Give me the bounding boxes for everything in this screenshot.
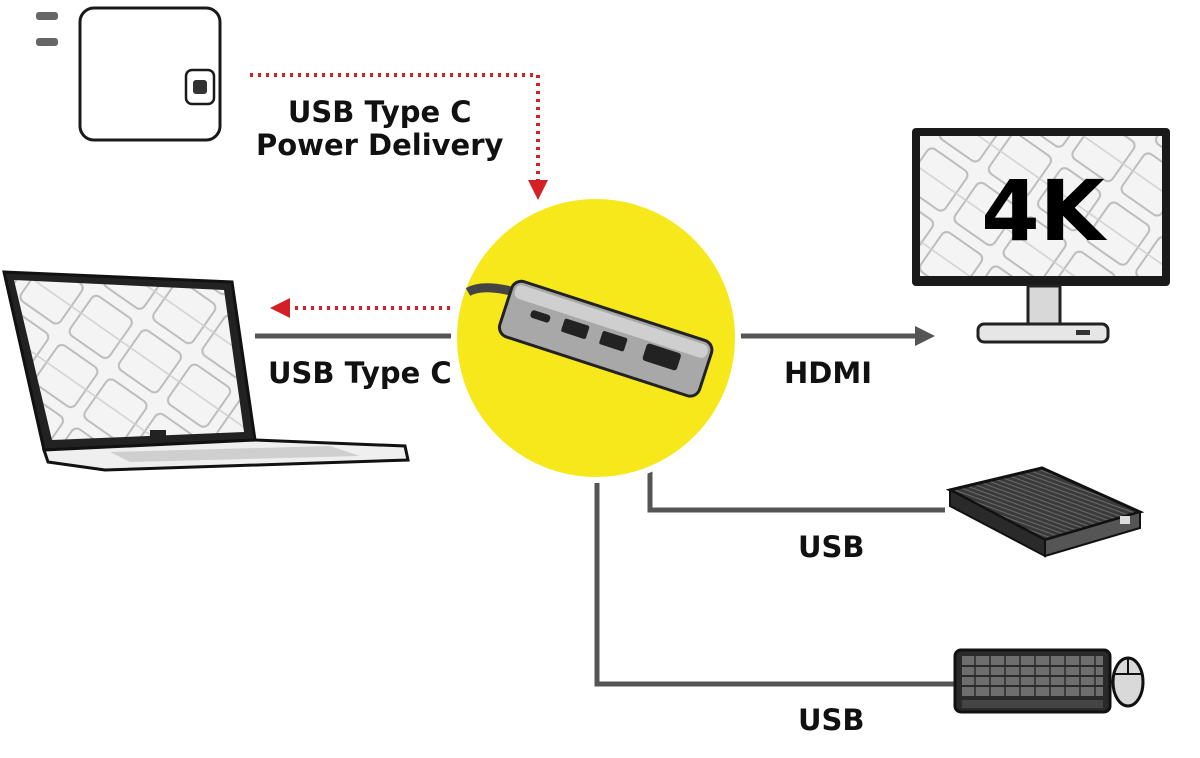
power-delivery-label: USB Type C Power Delivery: [256, 95, 504, 163]
monitor-icon: [912, 128, 1170, 344]
external-drive-icon: [945, 466, 1145, 558]
usb-c-hub-icon: [451, 193, 741, 483]
power-delivery-arrow: [250, 73, 548, 200]
keyboard-link-label: USB: [798, 703, 865, 737]
laptop-link-label: USB Type C: [268, 356, 452, 390]
drive-link-line: [647, 460, 945, 513]
keyboard-icon: [953, 648, 1112, 714]
drive-link-label: USB: [798, 530, 865, 564]
monitor-screen-text: 4K: [981, 162, 1107, 260]
power-delivery-label-line1: USB Type C: [287, 95, 472, 129]
keyboard-link-line: [594, 470, 955, 687]
laptop-icon: [2, 270, 410, 472]
mouse-icon: [1111, 656, 1145, 708]
power-delivery-label-line2: Power Delivery: [256, 128, 504, 163]
power-adapter-icon: [36, 6, 222, 142]
monitor-link-label: HDMI: [784, 356, 872, 390]
